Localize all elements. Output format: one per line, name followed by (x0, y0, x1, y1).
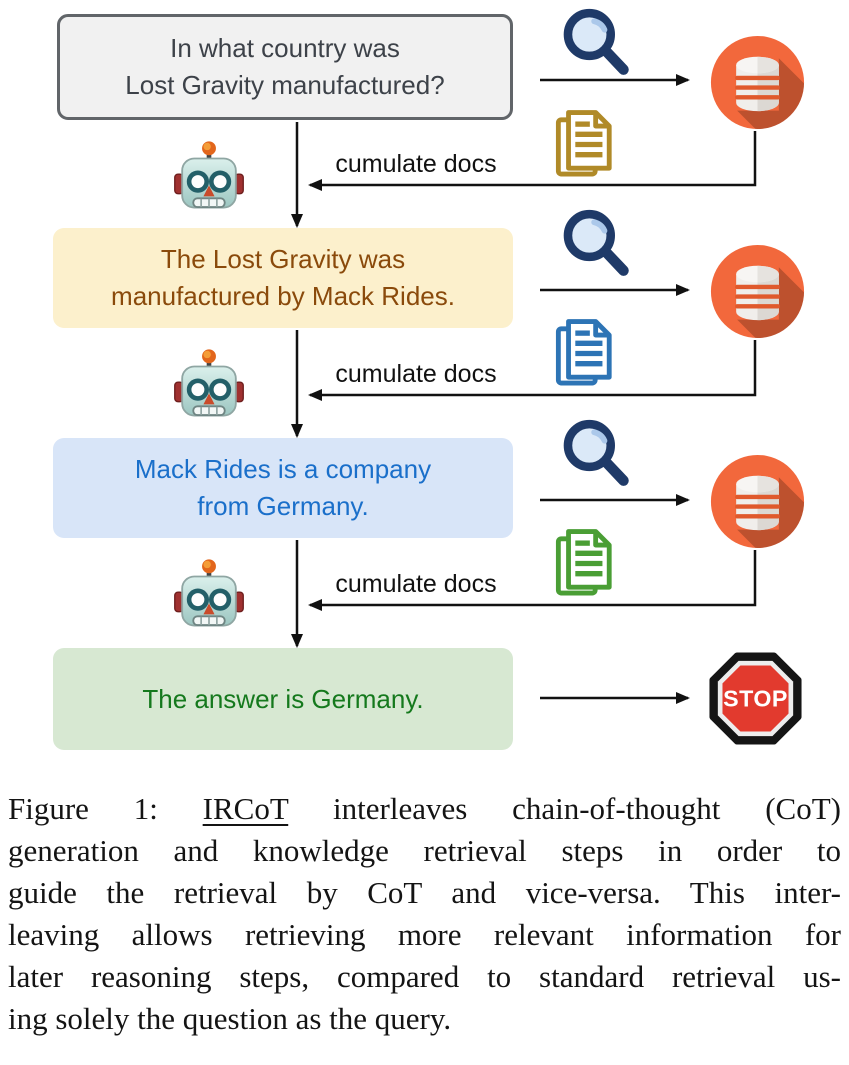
search-icon (563, 419, 629, 486)
answer-line-1: The answer is Germany. (142, 683, 424, 714)
caption-line-1-prefix: Figure 1: (8, 791, 203, 826)
caption-line-4: leaving allows retrieving more relevant … (8, 917, 841, 952)
caption-line-3: guide the retrieval by CoT and vice-vers… (8, 875, 841, 910)
retriever-database-icon (710, 454, 805, 549)
stop-sign-label: STOP (723, 685, 788, 711)
cumulate-docs-label-3: cumulate docs (335, 570, 497, 598)
search-icon (563, 209, 629, 276)
caption-line-1-suffix: interleaves chain-of-thought (CoT) (288, 791, 841, 826)
thought-box-2: Mack Rides is a company from Germany. (53, 438, 513, 538)
caption-line-6: ing solely the question as the query. (8, 1001, 452, 1036)
ircot-flow-diagram: In what country was Lost Gravity manufac… (53, 8, 805, 750)
retriever-database-icon (710, 244, 805, 339)
cumulate-docs-label-1: cumulate docs (335, 150, 497, 178)
robot-icon (174, 559, 244, 627)
caption-line-2: generation and knowledge retrieval steps… (8, 833, 841, 868)
thought-1-line-1: The Lost Gravity was (160, 244, 406, 274)
question-box: In what country was Lost Gravity manufac… (57, 14, 513, 120)
robot-icon (174, 349, 244, 417)
documents-icon (555, 110, 612, 177)
retriever-database-icon (710, 35, 805, 130)
answer-box: The answer is Germany. (53, 648, 513, 750)
caption-line-1: Figure 1: IRCoT interleaves chain-of-tho… (8, 788, 841, 830)
robot-icon (174, 141, 244, 209)
caption-line-5: later reasoning steps, compared to stand… (8, 959, 841, 994)
figure-caption: Figure 1: IRCoT interleaves chain-of-tho… (8, 788, 841, 1040)
search-icon (563, 8, 629, 75)
documents-icon (555, 529, 612, 596)
cumulate-docs-label-2: cumulate docs (335, 360, 497, 388)
caption-ircot-underlined: IRCoT (202, 791, 289, 826)
thought-2-line-2: from Germany. (197, 491, 369, 521)
documents-icon (555, 319, 612, 386)
question-line-1: In what country was (170, 33, 400, 63)
stop-sign-icon: STOP (709, 652, 802, 745)
question-line-2: Lost Gravity manufactured? (125, 70, 445, 100)
thought-1-line-2: manufactured by Mack Rides. (111, 281, 455, 311)
thought-2-line-1: Mack Rides is a company (134, 454, 432, 484)
thought-box-1: The Lost Gravity was manufactured by Mac… (53, 228, 513, 328)
